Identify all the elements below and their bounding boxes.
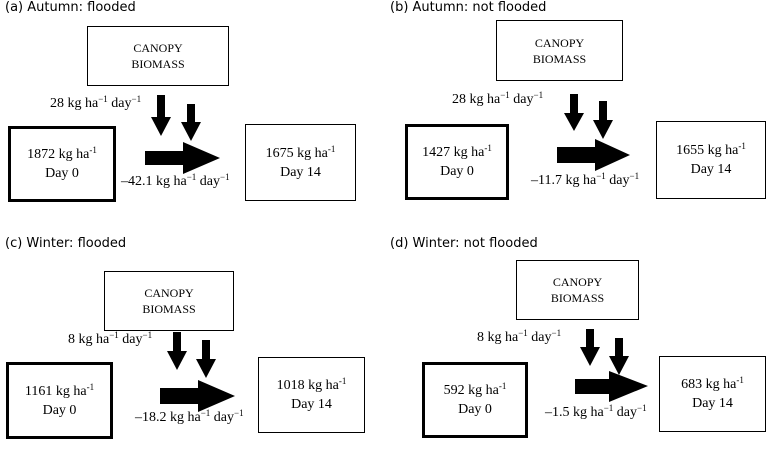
input-arrow-1 [151, 95, 171, 136]
input-flux-label: 8 kg ha−1 day−1 [477, 328, 562, 346]
canopy-label-line2: BIOMASS [550, 291, 605, 305]
panel-title: (d) Winter: not flooded [390, 236, 538, 251]
end-value: 1655 kg ha-1 [676, 141, 746, 159]
input-flux-label: 28 kg ha−1 day−1 [50, 94, 142, 112]
start-value: 1161 kg ha-1 [24, 381, 95, 399]
canopy-label-line2: BIOMASS [532, 51, 587, 66]
start-biomass-box: 592 kg ha-1 Day 0 [422, 362, 528, 438]
canopy-label-line2: BIOMASS [131, 57, 185, 71]
input-arrow-1 [580, 329, 600, 366]
input-flux-label: 8 kg ha−1 day−1 [68, 330, 153, 348]
end-biomass-box: 1655 kg ha-1 Day 14 [656, 121, 766, 199]
net-flux-label: –1.5 kg ha−1 day−1 [545, 403, 647, 421]
flow-arrows [557, 94, 630, 171]
net-flux-label: –11.7 kg ha−1 day−1 [531, 171, 640, 189]
input-arrow-1 [564, 94, 584, 131]
end-day: Day 14 [690, 162, 732, 177]
panel-autumn-not-flooded: (b) Autumn: not flooded CANOPY BIOMASS 2… [390, 0, 772, 220]
start-day: Day 0 [458, 402, 492, 417]
net-change-arrow [557, 139, 630, 171]
canopy-biomass-box: CANOPY BIOMASS [104, 271, 234, 331]
end-value: 1675 kg ha-1 [265, 143, 336, 161]
end-value: 683 kg ha-1 [681, 375, 744, 393]
start-day: Day 0 [42, 402, 77, 418]
panel-autumn-flooded: (a) Autumn: flooded CANOPY BIOMASS 28 kg… [5, 0, 391, 220]
start-biomass-box: 1161 kg ha-1 Day 0 [6, 362, 113, 439]
input-arrow-2 [181, 104, 201, 141]
panel-title: (c) Winter: flooded [5, 236, 127, 251]
end-day: Day 14 [280, 164, 321, 180]
panel-title: (a) Autumn: flooded [5, 0, 136, 15]
end-biomass-box: 1018 kg ha-1 Day 14 [258, 357, 365, 433]
input-arrow-2 [609, 338, 629, 375]
input-flux-label: 28 kg ha−1 day−1 [452, 90, 544, 108]
canopy-biomass-box: CANOPY BIOMASS [87, 26, 229, 86]
canopy-label-line2: BIOMASS [142, 302, 196, 316]
flow-arrows [575, 329, 648, 402]
end-biomass-box: 683 kg ha-1 Day 14 [659, 356, 766, 432]
start-value: 1427 kg ha-1 [422, 143, 492, 161]
input-arrow-1 [167, 332, 187, 370]
input-arrow-2 [196, 340, 216, 378]
canopy-label-line1: CANOPY [552, 275, 603, 289]
flow-arrows [160, 332, 235, 412]
panel-winter-flooded: (c) Winter: flooded CANOPY BIOMASS 8 kg … [5, 236, 391, 456]
input-arrow-2 [593, 101, 613, 139]
net-change-arrow [160, 380, 235, 412]
panel-title: (b) Autumn: not flooded [390, 0, 547, 15]
canopy-label-line1: CANOPY [144, 286, 194, 300]
start-biomass-box: 1872 kg ha-1 Day 0 [8, 126, 116, 202]
start-day: Day 0 [440, 164, 474, 179]
end-day: Day 14 [291, 397, 332, 412]
net-change-arrow [575, 371, 648, 402]
start-value: 1872 kg ha-1 [27, 145, 97, 163]
start-biomass-box: 1427 kg ha-1 Day 0 [405, 124, 509, 200]
start-value: 592 kg ha-1 [443, 381, 507, 399]
panel-winter-not-flooded: (d) Winter: not flooded CANOPY BIOMASS 8… [390, 236, 772, 456]
net-flux-label: –18.2 kg ha−1 day−1 [135, 408, 244, 426]
net-flux-label: –42.1 kg ha−1 day−1 [121, 172, 230, 190]
flow-arrows [145, 95, 220, 174]
canopy-biomass-box: CANOPY BIOMASS [516, 260, 639, 320]
canopy-label-line1: CANOPY [133, 41, 183, 55]
end-day: Day 14 [692, 396, 733, 411]
end-value: 1018 kg ha-1 [276, 376, 347, 394]
start-day: Day 0 [45, 166, 79, 181]
canopy-biomass-box: CANOPY BIOMASS [496, 20, 623, 81]
end-biomass-box: 1675 kg ha-1 Day 14 [245, 124, 356, 201]
canopy-label-line1: CANOPY [534, 35, 585, 50]
net-change-arrow [145, 142, 220, 174]
